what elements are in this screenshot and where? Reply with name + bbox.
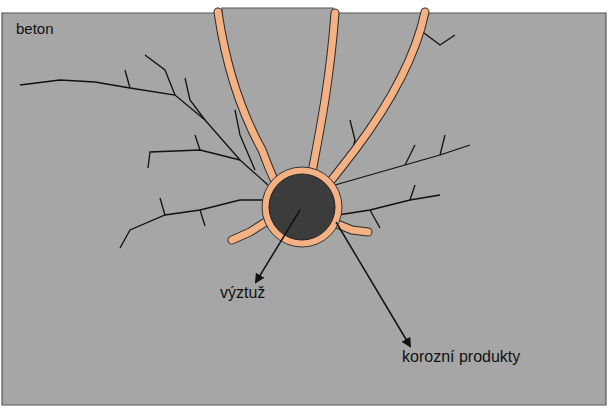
concrete-block — [2, 8, 606, 405]
corrosion-outline — [218, 12, 425, 240]
corrosion-cracks — [218, 12, 425, 240]
material-label: beton — [16, 20, 54, 37]
part-label: korozní produkty — [402, 348, 520, 366]
rebar — [269, 174, 335, 240]
part-label: výztuž — [220, 284, 265, 302]
leader-arrow — [256, 210, 300, 282]
cracks — [20, 30, 470, 248]
corrosion-ring — [262, 167, 342, 247]
leader-arrow — [336, 222, 410, 346]
